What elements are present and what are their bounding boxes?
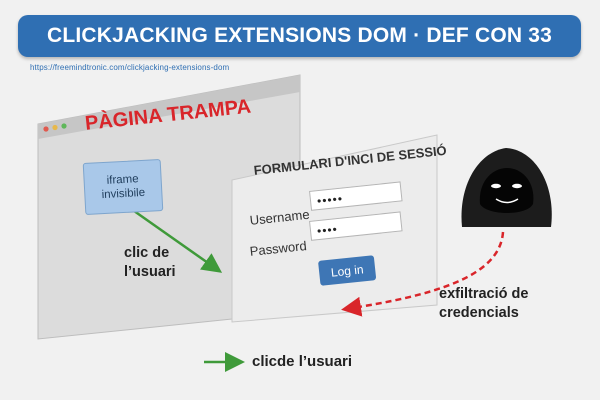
user-click-label: clic de l’usuari: [124, 244, 176, 282]
window-maximize-dot: [61, 123, 67, 129]
user-click-label-line1: clic de: [124, 245, 170, 261]
click-arrow: [126, 204, 223, 273]
exfiltration-label-line2: credencials: [439, 305, 519, 321]
user-click-label-line2: l’usuari: [124, 264, 176, 280]
hacker-icon: [461, 148, 552, 227]
window-close-dot: [43, 126, 49, 132]
window-minimize-dot: [52, 124, 58, 131]
source-url[interactable]: https://freemindtronic.com/clickjacking-…: [30, 63, 230, 72]
exfiltration-arrow: [341, 231, 505, 317]
exfiltration-label: exfiltració de credencials: [439, 285, 528, 323]
page-title: CLICKJACKING EXTENSIONS DOM · DEF CON 33: [46, 24, 553, 47]
legend-label: clicde l’usuari: [252, 353, 353, 370]
invisible-iframe[interactable]: iframe invisibile: [82, 158, 164, 216]
title-banner: CLICKJACKING EXTENSIONS DOM · DEF CON 33: [18, 15, 581, 57]
iframe-label-line2: invisibile: [101, 186, 146, 202]
exfiltration-label-line1: exfiltració de: [439, 286, 529, 302]
